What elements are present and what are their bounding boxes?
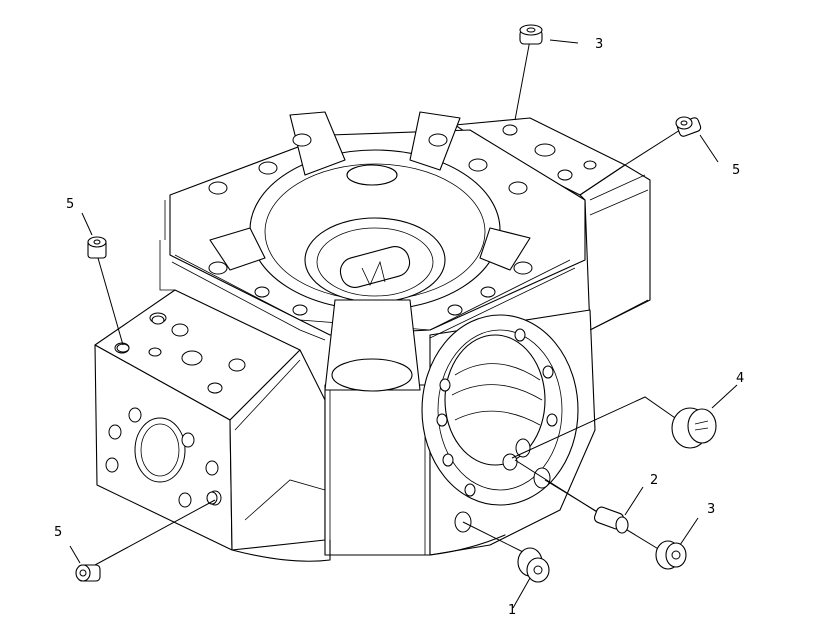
callout-5-bottom-left: 5 [54,525,62,540]
callout-3-right: 3 [707,502,715,517]
front-flange [116,314,579,533]
callout-3-top: 3 [595,37,603,52]
plug-4 [671,407,717,449]
leader-lines [69,39,738,609]
plug-bottom-left [75,564,101,582]
callout-5-left: 5 [66,197,74,212]
plug-top-right [675,116,702,137]
deck-holes [208,124,597,316]
callout-4: 4 [736,371,744,386]
callout-2: 2 [650,473,658,488]
plug-left [87,236,107,259]
dowel-2 [593,506,629,534]
plug-1 [517,547,550,583]
callout-5-top-right: 5 [732,163,740,178]
plug-top [519,24,543,45]
mounting-lugs [209,111,531,392]
callout-1: 1 [508,603,516,618]
plug-3-right [655,540,687,570]
